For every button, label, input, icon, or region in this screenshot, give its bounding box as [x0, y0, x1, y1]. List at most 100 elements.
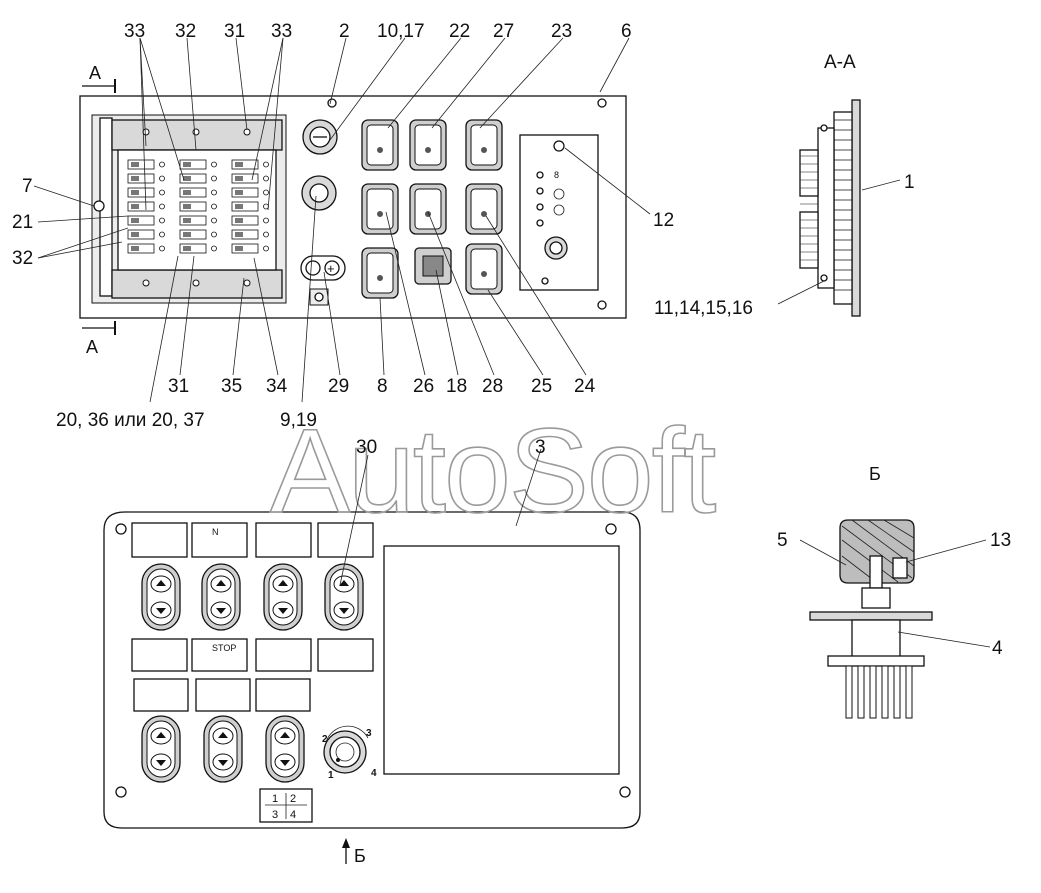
callout-21: 21	[12, 212, 33, 233]
rocker-symbol	[425, 147, 431, 153]
callout-1: 1	[904, 172, 915, 193]
svg-text:1: 1	[328, 770, 334, 781]
rocker-face	[414, 188, 442, 230]
down-arrow-icon	[216, 608, 226, 614]
view-b-arrow-label: Б	[354, 846, 366, 866]
knob-pin	[869, 665, 877, 719]
up-arrow-icon	[156, 732, 166, 738]
rocker-face	[470, 188, 498, 230]
screw	[142, 279, 150, 287]
fuse	[127, 243, 155, 254]
down-arrow-icon	[339, 608, 349, 614]
callout-3: 3	[535, 437, 546, 458]
fuse	[179, 229, 207, 240]
callout-9-19: 9,19	[280, 410, 317, 431]
callout-20-36-37: 20, 36 или 20, 37	[56, 410, 205, 431]
callout-2: 2	[339, 21, 350, 42]
callout-6: 6	[621, 21, 632, 42]
function-label	[255, 638, 312, 672]
up-arrow-icon	[339, 580, 349, 586]
rocker-symbol	[481, 211, 487, 217]
fuse	[127, 187, 155, 198]
fuse	[179, 187, 207, 198]
fuse-contact	[211, 217, 217, 224]
fuse-tab	[235, 246, 243, 251]
fuse	[179, 173, 207, 184]
svg-text:2: 2	[322, 734, 328, 745]
callout-22: 22	[449, 21, 470, 42]
section-a-top-label: A	[89, 63, 101, 83]
callout-25: 25	[531, 376, 552, 397]
square-button-face	[422, 255, 444, 277]
mode-grid-4: 4	[290, 809, 296, 821]
fuse-contact	[159, 161, 165, 168]
callout-30: 30	[356, 437, 377, 458]
fuse-tab	[131, 162, 139, 167]
view-b-title: Б	[869, 464, 881, 484]
function-label	[255, 678, 311, 712]
down-arrow-icon	[156, 760, 166, 766]
screw	[142, 128, 150, 136]
callout-18: 18	[446, 376, 467, 397]
callout-24: 24	[574, 376, 596, 397]
fuse	[127, 229, 155, 240]
svg-text:4: 4	[371, 768, 377, 779]
fuse-contact	[159, 231, 165, 238]
fuse-tab	[235, 204, 243, 209]
callout-5: 5	[777, 530, 788, 551]
fuse-tab	[131, 176, 139, 181]
function-label	[191, 522, 248, 558]
knob-pin	[905, 665, 913, 719]
function-label	[255, 522, 312, 558]
fuse-tab	[235, 232, 243, 237]
fuse-contact	[211, 231, 217, 238]
svg-text:8: 8	[554, 170, 559, 180]
watermark: AutoSoft	[270, 404, 716, 538]
down-arrow-icon	[218, 760, 228, 766]
fuse-contact	[263, 217, 269, 224]
callout-26: 26	[413, 376, 434, 397]
fuse	[231, 159, 259, 170]
fuse-tab	[235, 176, 243, 181]
fuse-contact	[263, 245, 269, 252]
rocker-face	[470, 124, 498, 166]
dial-icon: 8	[519, 134, 599, 291]
callout-10-17: 10,17	[377, 21, 425, 42]
fuse	[231, 201, 259, 212]
fuse-tab	[183, 232, 191, 237]
function-label	[195, 678, 251, 712]
fuse	[179, 201, 207, 212]
fuse-tab	[235, 162, 243, 167]
fuse-tab	[131, 232, 139, 237]
fuse	[127, 201, 155, 212]
callout-27: 27	[493, 21, 514, 42]
knob-pin	[893, 665, 901, 719]
callout-34: 34	[266, 376, 288, 397]
fuse-tab	[183, 190, 191, 195]
callout-32-a: 32	[175, 21, 196, 42]
screw	[192, 128, 200, 136]
label-stop: STOP	[212, 643, 236, 653]
function-label	[191, 638, 248, 672]
fuse-contact	[263, 203, 269, 210]
callout-8: 8	[377, 376, 388, 397]
knob-pin	[857, 665, 865, 719]
callout-23: 23	[551, 21, 572, 42]
svg-text:+: +	[327, 261, 335, 276]
svg-text:3: 3	[366, 728, 372, 739]
callout-33-a: 33	[124, 21, 145, 42]
key-switch-icon	[302, 119, 338, 155]
rocker-symbol	[481, 147, 487, 153]
fuse-contact	[263, 175, 269, 182]
knob-pin	[881, 665, 889, 719]
rocker-face	[366, 188, 394, 230]
callout-32-b: 32	[12, 248, 33, 269]
function-label	[317, 522, 374, 558]
switch-icon	[361, 119, 503, 299]
section-a-bottom-label: A	[86, 337, 98, 357]
callout-35: 35	[221, 376, 242, 397]
fuse-tab	[183, 162, 191, 167]
fuse-contact	[211, 203, 217, 210]
